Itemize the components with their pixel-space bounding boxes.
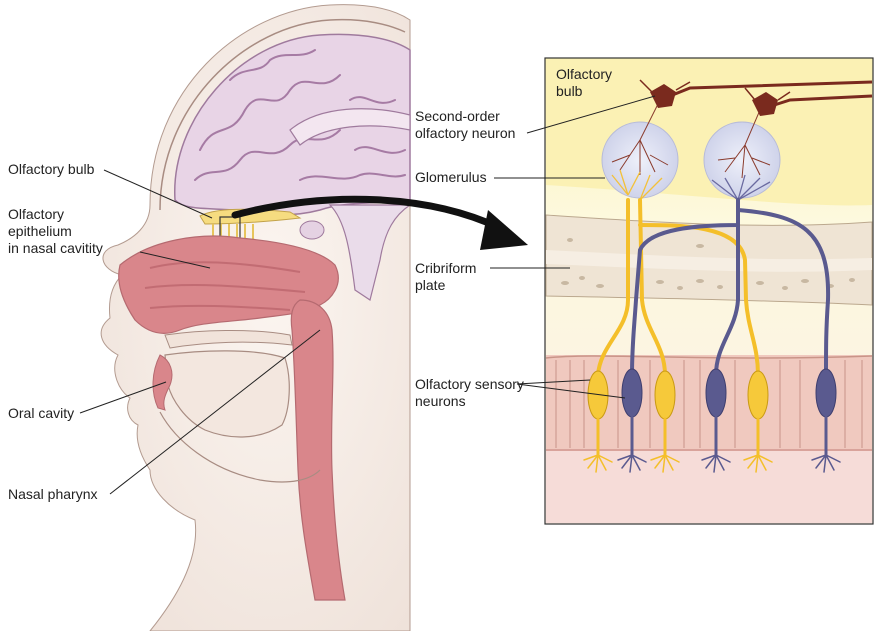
olfactory-bulb: [199, 208, 302, 225]
label-second-order-neuron: Second-order olfactory neuron: [415, 108, 516, 141]
corpus-callosum: [289, 108, 411, 146]
sensory-axon-terminals-purple: [711, 174, 771, 201]
oral-cavity: [152, 354, 173, 411]
label-olfactory-bulb: Olfactory bulb: [8, 161, 95, 177]
label-oral-cavity: Oral cavity: [8, 405, 75, 421]
brainstem: [328, 204, 412, 301]
label-nasal-pharynx: Nasal pharynx: [8, 486, 98, 502]
jaw: [159, 411, 321, 483]
nasal-pharynx: [290, 299, 346, 601]
nasal-turbinates: [144, 261, 306, 311]
bone-pores: [561, 238, 855, 290]
head-section: [100, 4, 412, 631]
mitral-dendrites: [611, 99, 771, 179]
label-inset-olfactory-bulb: Olfactory bulb: [556, 66, 613, 99]
pituitary: [299, 220, 325, 240]
label-olfactory-epithelium: Olfactory epithelium in nasal cavitity: [8, 206, 103, 256]
label-glomerulus: Glomerulus: [415, 169, 487, 185]
zoom-arrow: [231, 195, 528, 250]
hard-palate: [164, 330, 293, 349]
sensory-axon-terminals-yellow: [611, 169, 663, 201]
brain-folds: [194, 49, 406, 181]
skull-line: [159, 18, 406, 211]
cilia: [583, 454, 841, 473]
label-olfactory-sensory-neurons: Olfactory sensory neurons: [415, 376, 524, 409]
tongue: [164, 350, 290, 438]
label-cribriform-plate: Cribriform plate: [415, 260, 477, 293]
sensory-axons: [596, 198, 831, 377]
leader-lines: [79, 95, 656, 495]
epithelium-cells: [555, 360, 863, 448]
sensory-dendrites: [596, 415, 828, 457]
inset-panel: [544, 57, 874, 525]
second-order-neurons: [639, 79, 873, 116]
